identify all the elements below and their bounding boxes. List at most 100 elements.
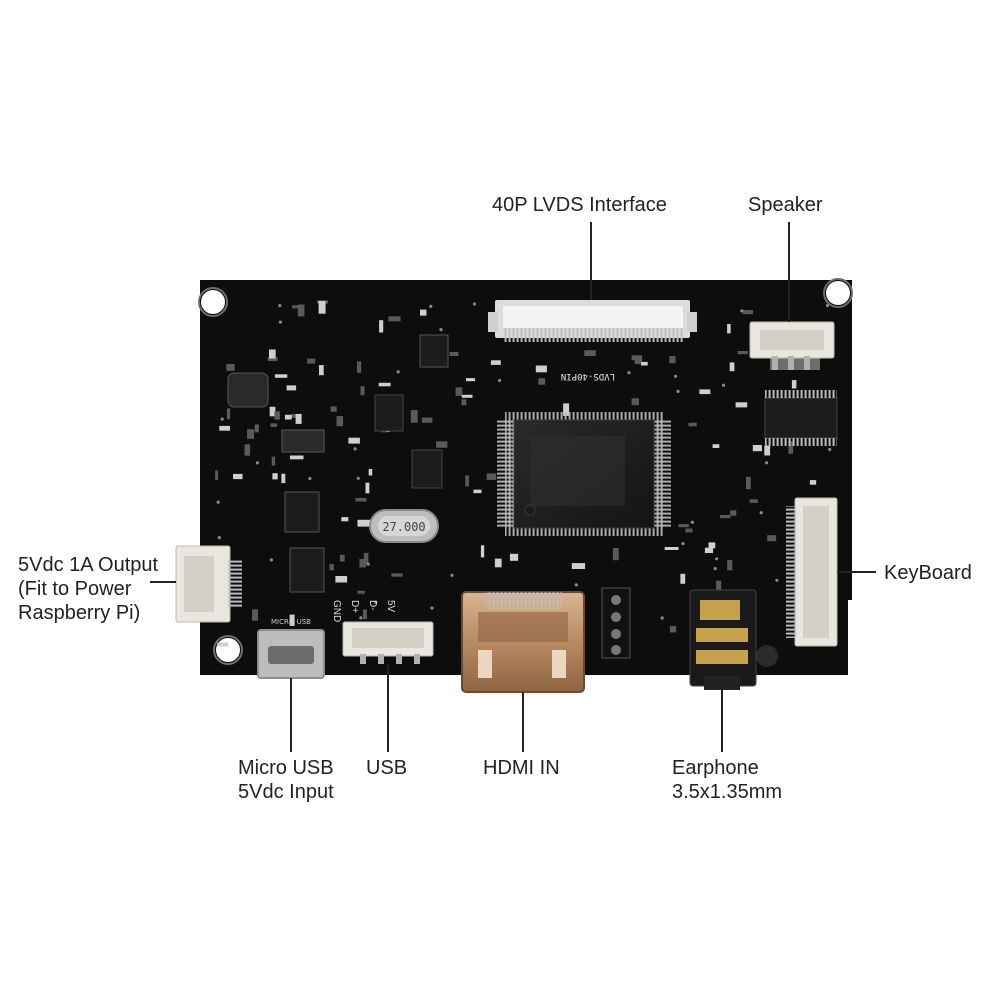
- smd-part: [563, 403, 570, 416]
- smd-part: [272, 473, 278, 480]
- via: [759, 511, 763, 515]
- via: [498, 378, 502, 383]
- smd-part: [215, 470, 219, 481]
- smd-part: [631, 398, 639, 406]
- smd-part: [244, 444, 251, 456]
- smd-part: [410, 410, 418, 423]
- via: [674, 374, 678, 378]
- via: [430, 606, 434, 610]
- smd-part: [490, 360, 501, 365]
- via: [220, 417, 224, 421]
- smd-part: [742, 310, 753, 315]
- usb-header: GND D+ D- 5V: [331, 600, 434, 664]
- earphone-jack: [689, 589, 757, 690]
- via: [353, 447, 357, 451]
- via: [713, 567, 717, 571]
- via: [269, 558, 273, 562]
- smd-part: [289, 614, 295, 626]
- smd-part: [357, 361, 362, 373]
- smd-part: [269, 406, 276, 417]
- via: [278, 320, 282, 324]
- smd-part: [281, 473, 286, 484]
- smd-part: [233, 473, 243, 480]
- label-lvds-interface: 40P LVDS Interface: [492, 194, 667, 216]
- smd-part: [357, 519, 371, 527]
- hdmi-port: [461, 591, 585, 693]
- smd-part: [509, 553, 519, 561]
- label-keyboard: KeyBoard: [884, 562, 972, 584]
- label-hdmi-in: HDMI IN: [483, 757, 560, 779]
- label-earphone-line2: 3.5x1.35mm: [672, 781, 783, 803]
- smd-part: [252, 609, 258, 621]
- smd-part: [378, 382, 391, 387]
- via: [828, 447, 832, 452]
- via: [472, 302, 477, 306]
- mounting-holes: [198, 278, 853, 667]
- smd-part: [669, 626, 677, 633]
- via: [627, 371, 631, 375]
- leader-lines: [150, 222, 876, 752]
- smd-part: [368, 469, 373, 476]
- via: [429, 304, 433, 308]
- smd-part: [271, 456, 276, 466]
- smd-part: [339, 554, 345, 562]
- smd-part: [360, 386, 365, 396]
- smd-part: [357, 590, 365, 594]
- smd-part: [473, 489, 482, 494]
- smd-part: [680, 573, 686, 584]
- smd-part: [535, 365, 547, 373]
- smd-part: [727, 560, 733, 571]
- smd-part: [286, 385, 297, 391]
- via: [374, 600, 378, 605]
- via: [366, 562, 370, 566]
- lvds-connector: LVDS-40PIN: [488, 300, 697, 381]
- smd-part: [341, 517, 349, 522]
- usb-pin-dplus: D+: [349, 600, 360, 613]
- smd-part: [217, 642, 229, 647]
- smd-part: [363, 609, 367, 620]
- smd-part: [729, 362, 735, 372]
- via: [216, 500, 220, 504]
- smd-part: [330, 406, 337, 412]
- smd-part: [634, 359, 643, 365]
- smd-part: [267, 357, 278, 362]
- smd-part: [764, 445, 771, 456]
- label-output-line1: 5Vdc 1A Output: [18, 554, 159, 576]
- via: [690, 520, 695, 524]
- via: [574, 583, 578, 587]
- smd-part: [391, 573, 403, 577]
- label-output-line2: (Fit to Power: [18, 578, 132, 600]
- label-earphone-line1: Earphone: [672, 757, 759, 779]
- smd-part: [708, 542, 716, 549]
- smd-part: [461, 394, 473, 398]
- smd-part: [788, 441, 794, 454]
- via: [676, 389, 680, 393]
- smd-part: [767, 535, 777, 542]
- smd-part: [720, 515, 731, 519]
- label-output: 5Vdc 1A Output (Fit to Power Raspberry P…: [18, 553, 158, 625]
- smd-part: [292, 305, 305, 309]
- smd-part: [712, 444, 720, 448]
- smd-part: [274, 374, 288, 378]
- smd-part: [318, 301, 326, 314]
- smd-part: [669, 356, 676, 364]
- smd-part: [791, 380, 797, 389]
- smd-part: [664, 547, 679, 550]
- smd-part: [612, 548, 619, 561]
- via: [765, 461, 769, 465]
- smd-part: [388, 316, 401, 322]
- smd-part: [688, 422, 697, 427]
- smd-part: [704, 547, 714, 553]
- via: [356, 476, 360, 480]
- smd-part: [449, 352, 459, 356]
- label-output-line3: Raspberry Pi): [18, 602, 141, 624]
- smd-part: [486, 473, 497, 480]
- via: [439, 328, 443, 332]
- smd-part: [749, 499, 758, 503]
- lvds-silk-label: LVDS-40PIN: [561, 371, 615, 381]
- via: [715, 557, 719, 561]
- label-usb: USB: [366, 757, 408, 779]
- smd-part: [737, 351, 748, 355]
- via: [740, 309, 744, 313]
